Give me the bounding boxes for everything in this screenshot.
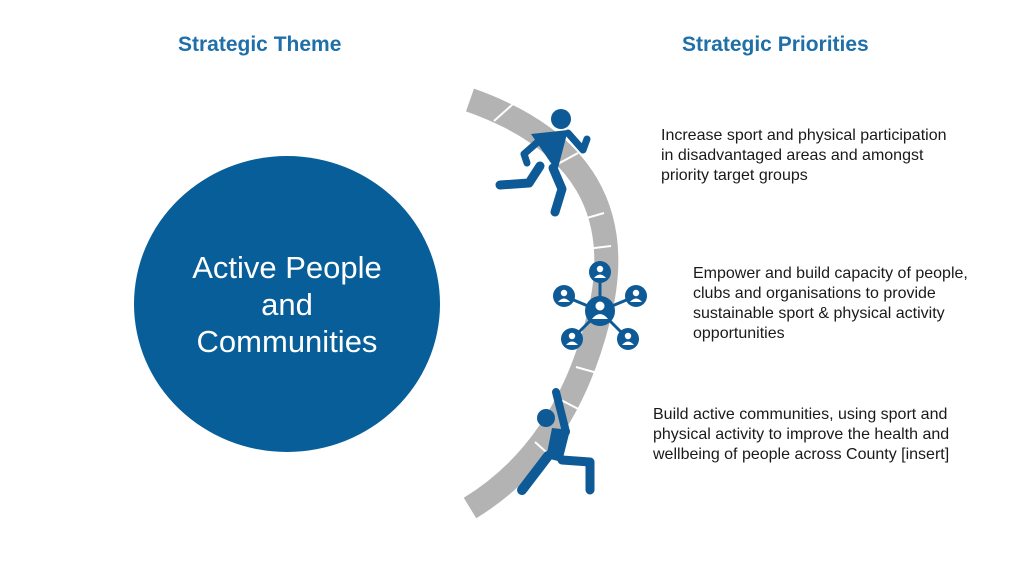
network-people-icon: [553, 261, 647, 350]
theme-circle: Active People and Communities: [134, 156, 440, 452]
theme-line-1: Active People: [192, 249, 382, 285]
priority-3-text: Build active communities, using sport an…: [653, 406, 950, 463]
stretching-person-icon: [517, 388, 595, 495]
running-person-icon: [495, 109, 591, 217]
theme-line-2: and: [261, 286, 313, 322]
strategic-theme-heading: Strategic Theme: [178, 33, 342, 56]
strategic-priorities-heading: Strategic Priorities: [682, 33, 869, 56]
priority-1-text: Increase sport and physical participatio…: [661, 127, 947, 184]
theme-line-3: Communities: [196, 323, 378, 359]
priority-2-text: Empower and build capacity of people, cl…: [693, 265, 968, 342]
